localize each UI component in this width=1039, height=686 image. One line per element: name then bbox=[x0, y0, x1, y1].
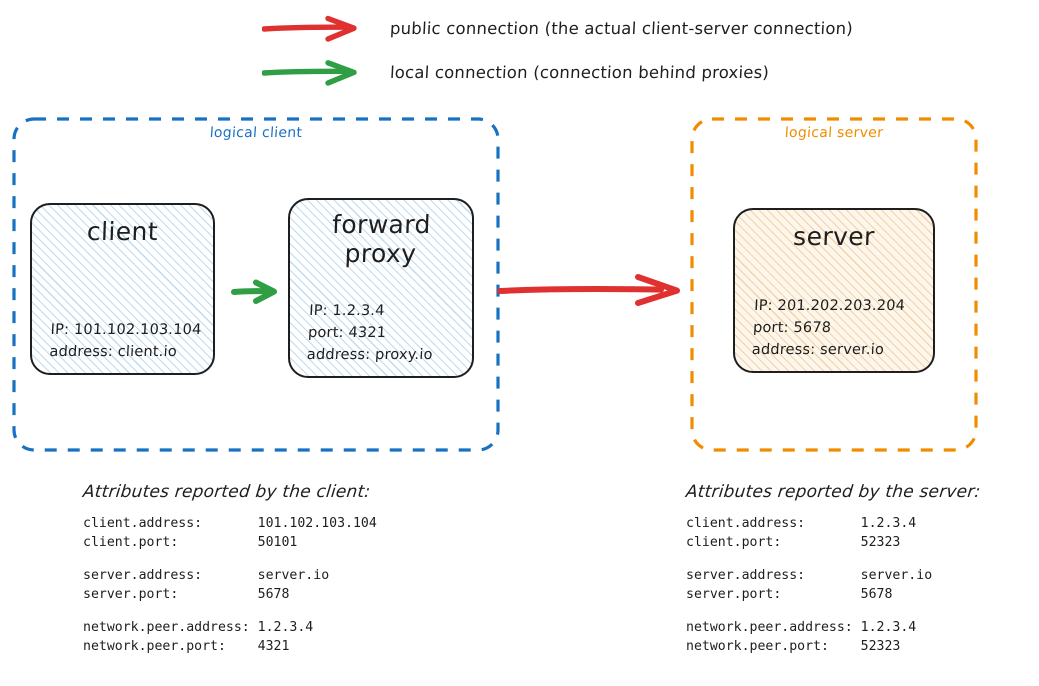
attributes-panel-client: Attributes reported by the client: clien… bbox=[81, 482, 377, 670]
attr-row: client.port: 50101 bbox=[83, 533, 377, 552]
attr-group: network.peer.address: 1.2.3.4 network.pe… bbox=[83, 618, 377, 656]
attr-key: network.peer.port: bbox=[83, 639, 258, 654]
attr-row: network.peer.port: 4321 bbox=[83, 637, 377, 656]
attr-row: network.peer.address: 1.2.3.4 bbox=[83, 618, 377, 637]
node-server-title: server bbox=[792, 222, 876, 251]
attr-group: client.address: 101.102.103.104 client.p… bbox=[83, 514, 377, 552]
attr-key: network.peer.address: bbox=[686, 620, 861, 635]
node-forward-proxy-detail-ip: IP: 1.2.3.4 bbox=[308, 302, 386, 319]
attr-row: client.port: 52323 bbox=[686, 533, 980, 552]
group-logical-client: logical client bbox=[12, 117, 500, 452]
attr-key: client.address: bbox=[83, 516, 258, 531]
attr-value: 5678 bbox=[860, 587, 893, 602]
attr-group: server.address: server.io server.port: 5… bbox=[83, 566, 377, 604]
attributes-server-heading: Attributes reported by the server: bbox=[684, 482, 982, 502]
node-client-detail-ip: IP: 101.102.103.104 bbox=[50, 321, 202, 338]
node-server-detail-ip: IP: 201.202.203.204 bbox=[753, 297, 906, 314]
attr-row: server.port: 5678 bbox=[83, 585, 377, 604]
logical-server-border bbox=[690, 117, 978, 452]
attr-key: server.port: bbox=[686, 587, 861, 602]
attr-value: 1.2.3.4 bbox=[257, 620, 314, 635]
legend-label-local: local connection (connection behind prox… bbox=[389, 62, 770, 82]
attr-key: server.port: bbox=[83, 587, 258, 602]
attr-value: 52323 bbox=[860, 535, 901, 550]
attr-key: client.port: bbox=[83, 535, 258, 550]
attr-key: client.port: bbox=[686, 535, 861, 550]
attr-key: network.peer.address: bbox=[83, 620, 258, 635]
attr-value: 1.2.3.4 bbox=[860, 620, 917, 635]
attr-value: 4321 bbox=[257, 639, 290, 654]
logical-client-border bbox=[12, 117, 500, 452]
attr-row: server.address: server.io bbox=[686, 566, 980, 585]
legend-label-public: public connection (the actual client-ser… bbox=[389, 18, 854, 38]
node-forward-proxy-details: IP: 1.2.3.4 port: 4321 address: proxy.io bbox=[302, 301, 459, 366]
node-client-details: IP: 101.102.103.104 address: client.io bbox=[45, 320, 202, 364]
attr-key: client.address: bbox=[686, 516, 861, 531]
attr-row: server.port: 5678 bbox=[686, 585, 980, 604]
attr-value: 5678 bbox=[257, 587, 290, 602]
attr-key: network.peer.port: bbox=[686, 639, 861, 654]
attr-row: client.address: 1.2.3.4 bbox=[686, 514, 980, 533]
node-client: client IP: 101.102.103.104 address: clie… bbox=[30, 203, 215, 375]
group-label-logical-server: logical server bbox=[784, 125, 884, 141]
node-server-details: IP: 201.202.203.204 port: 5678 address: … bbox=[747, 296, 920, 361]
node-forward-proxy-detail-port: port: 4321 bbox=[307, 324, 387, 341]
node-client-title: client bbox=[86, 217, 159, 246]
legend-item-local: local connection (connection behind prox… bbox=[262, 57, 770, 87]
attr-value: 101.102.103.104 bbox=[257, 516, 377, 531]
attributes-panel-server: Attributes reported by the server: clien… bbox=[684, 482, 982, 670]
node-forward-proxy: forward proxy IP: 1.2.3.4 port: 4321 add… bbox=[288, 198, 474, 378]
attr-group: server.address: server.io server.port: 5… bbox=[686, 566, 980, 604]
attr-row: client.address: 101.102.103.104 bbox=[83, 514, 377, 533]
attr-row: network.peer.port: 52323 bbox=[686, 637, 980, 656]
node-server-detail-address: address: server.io bbox=[751, 341, 885, 358]
attr-value: server.io bbox=[860, 568, 933, 583]
attr-value: server.io bbox=[257, 568, 330, 583]
node-forward-proxy-title: forward proxy bbox=[331, 210, 432, 268]
attr-value: 1.2.3.4 bbox=[860, 516, 917, 531]
arrow-proxy-to-server bbox=[497, 274, 680, 306]
attr-row: server.address: server.io bbox=[83, 566, 377, 585]
group-label-logical-client: logical client bbox=[209, 125, 303, 141]
red-arrow-icon bbox=[262, 15, 357, 42]
arrow-client-to-proxy bbox=[231, 279, 277, 304]
node-client-detail-address: address: client.io bbox=[49, 343, 178, 360]
node-server: server IP: 201.202.203.204 port: 5678 ad… bbox=[733, 208, 935, 373]
node-forward-proxy-detail-address: address: proxy.io bbox=[306, 346, 434, 363]
node-server-detail-port: port: 5678 bbox=[752, 319, 832, 336]
attr-value: 52323 bbox=[860, 639, 901, 654]
green-arrow-icon bbox=[262, 60, 357, 86]
attr-key: server.address: bbox=[686, 568, 861, 583]
attr-group: client.address: 1.2.3.4 client.port: 523… bbox=[686, 514, 980, 552]
legend-item-public: public connection (the actual client-ser… bbox=[262, 13, 853, 43]
attr-row: network.peer.address: 1.2.3.4 bbox=[686, 618, 980, 637]
attr-group: network.peer.address: 1.2.3.4 network.pe… bbox=[686, 618, 980, 656]
attr-value: 50101 bbox=[257, 535, 298, 550]
group-logical-server: logical server bbox=[690, 117, 978, 452]
attr-key: server.address: bbox=[83, 568, 258, 583]
attributes-client-heading: Attributes reported by the client: bbox=[81, 482, 372, 502]
